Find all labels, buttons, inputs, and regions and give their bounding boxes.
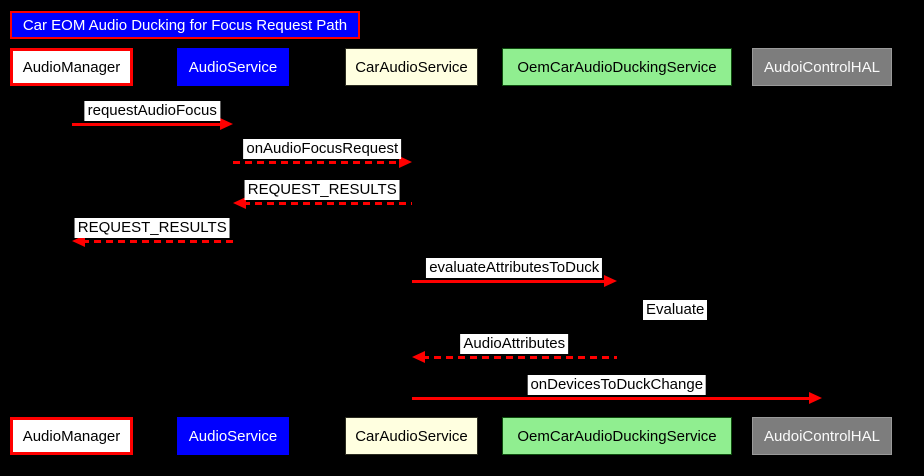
message-7-arrow-head <box>809 392 822 404</box>
message-4-arrow-line <box>411 280 607 283</box>
participant-audoicontrolhal-top: AudoiControlHAL <box>752 48 892 86</box>
message-2-arrow-line <box>243 202 412 205</box>
participant-oemcaraudioduckingservice-top: OemCarAudioDuckingService <box>502 48 732 86</box>
participant-label: CarAudioService <box>355 427 468 445</box>
participant-label: AudoiControlHAL <box>764 58 880 76</box>
message-6-arrow-head <box>411 351 425 363</box>
message-3-arrow-line <box>81 240 233 243</box>
message-1-arrow-head <box>398 156 412 168</box>
participant-label: AudioManager <box>22 427 121 445</box>
message-4-label: evaluateAttributesToDuck <box>426 258 603 278</box>
participant-caraudioservice-top: CarAudioService <box>345 48 478 86</box>
message-6-label: AudioAttributes <box>460 334 569 354</box>
participant-audiomanager-bottom: AudioManager <box>10 417 133 455</box>
message-1-label: onAudioFocusRequest <box>243 139 402 159</box>
message-7-arrow-line <box>411 397 812 400</box>
message-3-label: REQUEST_RESULTS <box>74 218 230 238</box>
participant-audioservice-top: AudioService <box>177 48 289 86</box>
participant-label: CarAudioService <box>355 58 468 76</box>
participant-label: OemCarAudioDuckingService <box>517 427 717 445</box>
participant-oemcaraudioduckingservice-bottom: OemCarAudioDuckingService <box>502 417 732 455</box>
participant-audiomanager-top: AudioManager <box>10 48 133 86</box>
participant-label: AudoiControlHAL <box>764 427 880 445</box>
message-0-arrow-line <box>71 123 223 126</box>
message-3-arrow-head <box>71 235 85 247</box>
participant-label: OemCarAudioDuckingService <box>517 58 717 76</box>
message-4-arrow-head <box>604 275 617 287</box>
diagram-title: Car EOM Audio Ducking for Focus Request … <box>10 11 360 39</box>
message-6-arrow-line <box>421 356 617 359</box>
message-7-label: onDevicesToDuckChange <box>527 375 707 395</box>
message-0-arrow-head <box>220 118 233 130</box>
message-2-label: REQUEST_RESULTS <box>244 180 400 200</box>
message-0-label: requestAudioFocus <box>84 101 220 121</box>
participant-audoicontrolhal-bottom: AudoiControlHAL <box>752 417 892 455</box>
participant-label: AudioService <box>188 427 278 445</box>
message-2-arrow-head <box>233 197 246 209</box>
participant-label: AudioService <box>188 58 278 76</box>
participant-audioservice-bottom: AudioService <box>177 417 289 455</box>
message-5-label: Evaluate <box>643 300 708 320</box>
message-1-arrow-line <box>233 161 402 164</box>
participant-caraudioservice-bottom: CarAudioService <box>345 417 478 455</box>
participant-label: AudioManager <box>22 58 121 76</box>
